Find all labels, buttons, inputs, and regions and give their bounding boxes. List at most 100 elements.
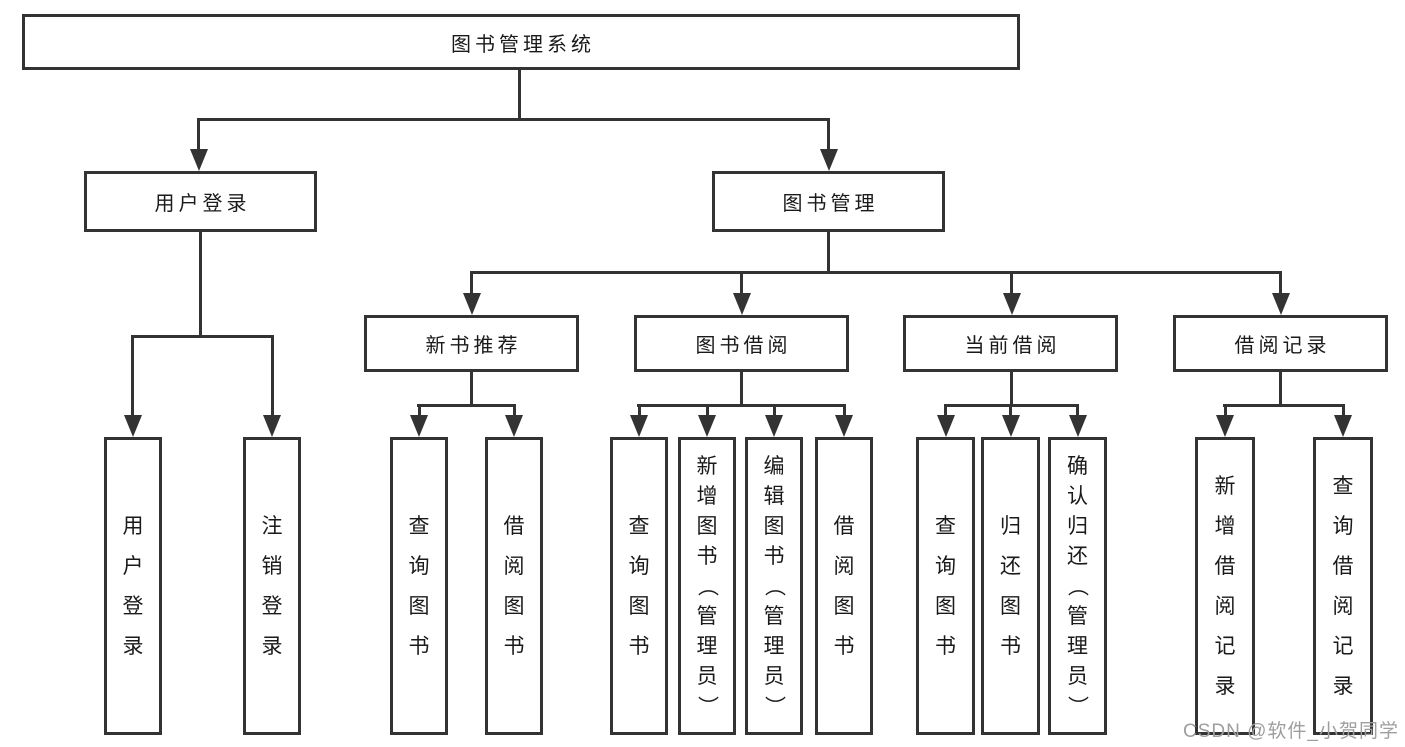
node-label: 查询图书 [919,440,972,732]
vertical-label-char: 书 [833,634,855,658]
vertical-label-char: 书 [503,634,525,658]
vertical-label-char: 户 [122,554,144,578]
node-book-management: 图书管理 [712,171,945,232]
node-label: 用户登录 [107,440,159,732]
vertical-label-char: 书 [628,634,650,658]
connector-line [470,271,473,297]
vertical-label-char: 用 [122,514,144,538]
vertical-label-char: 书 [696,544,718,568]
vertical-label-char: 理 [1067,634,1088,658]
connector-line [638,404,641,422]
connector-line [513,404,516,422]
vertical-label-char: ） [695,695,719,717]
node-label: 查询借阅记录 [1316,440,1370,732]
vertical-label-char: 阅 [833,554,855,578]
connector-line [1224,404,1227,422]
leaf-confirm-return-admin: 确认归还（管理员） [1048,437,1107,735]
vertical-label-char: ） [1066,695,1089,717]
connector-line [1279,372,1282,407]
vertical-label-char: 图 [763,514,785,538]
connector-line [1076,404,1079,422]
vertical-label-char: 归 [1067,514,1088,538]
connector-line [827,118,830,155]
vertical-label-char: 图 [696,514,718,538]
vertical-label-char: 查 [1332,474,1354,498]
vertical-label-char: 借 [833,514,855,538]
connector-line [1342,404,1345,422]
vertical-label-char: 认 [1067,484,1088,508]
vertical-label-char: 登 [261,594,283,618]
node-new-book-recommend: 新书推荐 [364,315,579,372]
leaf-query-borrow-record: 查询借阅记录 [1313,437,1373,735]
connector-line [1279,271,1282,297]
connector-line [843,404,846,422]
vertical-label-char: 阅 [1332,594,1354,618]
leaf-recommend-borrow-books: 借阅图书 [485,437,543,735]
vertical-label-char: 员 [1067,664,1088,688]
node-label: 借阅图书 [818,440,870,732]
leaf-user-login: 用户登录 [104,437,162,735]
vertical-label-char: 图 [1000,594,1021,618]
vertical-label-char: 管 [763,604,785,628]
arrow-down-icon [835,415,853,437]
arrow-down-icon [1334,415,1352,437]
vertical-label-char: 询 [628,554,650,578]
connector-line [470,271,1282,274]
vertical-label-char: 员 [763,664,785,688]
node-label: 借阅记录 [1234,335,1331,357]
vertical-label-char: 录 [261,634,283,658]
arrow-down-icon [410,415,428,437]
node-label: 当前借阅 [964,335,1061,357]
node-user-login: 用户登录 [84,171,317,232]
connector-line [944,404,947,422]
node-label: 编辑图书（管理员） [748,440,800,732]
vertical-label-char: 记 [1214,634,1236,658]
vertical-label-char: 还 [1067,544,1088,568]
node-label: 归还图书 [984,440,1037,732]
vertical-label-char: 书 [935,634,956,658]
arrow-down-icon [124,415,142,437]
leaf-logout: 注销登录 [243,437,301,735]
vertical-label-char: 阅 [503,554,525,578]
vertical-label-char: （ [1066,575,1089,597]
arrow-down-icon [819,149,838,171]
arrow-down-icon [462,293,481,315]
vertical-label-char: 录 [1214,674,1236,698]
connector-line [197,118,200,155]
vertical-label-char: 询 [935,554,956,578]
vertical-label-char: 理 [696,634,718,658]
arrow-down-icon [732,293,751,315]
node-label: 图书管理系统 [451,33,595,56]
connector-line [944,404,1079,407]
node-label: 查询图书 [393,440,445,732]
vertical-label-char: 询 [408,554,430,578]
vertical-label-char: 归 [1000,514,1021,538]
connector-line [706,404,709,422]
vertical-label-char: （ [762,575,786,597]
vertical-label-char: 理 [763,634,785,658]
vertical-label-char: 新 [696,454,718,478]
connector-line [740,271,743,297]
vertical-label-char: 图 [503,594,525,618]
node-library-management-system: 图书管理系统 [22,14,1020,70]
arrow-down-icon [189,149,208,171]
connector-line [1223,404,1345,407]
connector-line [518,70,521,121]
vertical-label-char: 管 [1067,604,1088,628]
vertical-label-char: 还 [1000,554,1021,578]
vertical-label-char: （ [695,575,719,597]
connector-line [1009,404,1012,422]
vertical-label-char: ） [762,695,786,717]
vertical-label-char: 图 [408,594,430,618]
connector-line [827,232,830,274]
vertical-label-char: 查 [628,514,650,538]
vertical-label-char: 销 [261,554,283,578]
arrow-down-icon [263,415,281,437]
vertical-label-char: 借 [503,514,525,538]
vertical-label-char: 员 [696,664,718,688]
vertical-label-char: 登 [122,594,144,618]
connector-line [271,335,274,422]
connector-line [131,335,274,338]
vertical-label-char: 录 [1332,674,1354,698]
node-label: 新书推荐 [425,335,522,357]
